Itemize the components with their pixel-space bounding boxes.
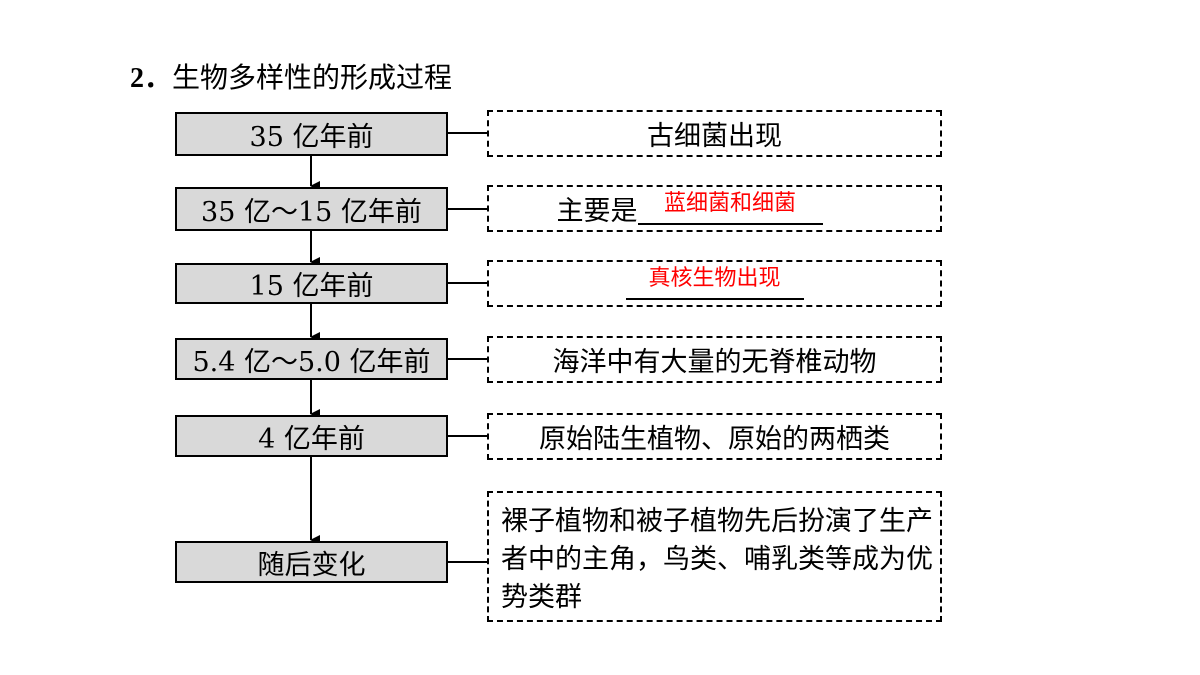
time-box-3: 15 亿年前	[175, 263, 448, 304]
answer-2: 蓝细菌和细菌	[663, 190, 796, 216]
answer-blank-3: 真核生物出现	[625, 265, 804, 300]
event-box-5: 原始陆生植物、原始的两栖类	[487, 413, 942, 460]
time-box-2: 35 亿～15 亿年前	[175, 187, 448, 231]
time-box-4: 5.4 亿～5.0 亿年前	[175, 338, 448, 380]
time-box-1: 35 亿年前	[175, 112, 448, 156]
time-box-5: 4 亿年前	[175, 415, 448, 457]
event-box-3: 真核生物出现	[487, 260, 942, 307]
section-number: 2．	[130, 63, 173, 94]
answer-blank-2: 蓝细菌和细菌	[637, 190, 823, 225]
event-box-4: 海洋中有大量的无脊椎动物	[487, 336, 942, 383]
section-title: 2．生物多样性的形成过程	[130, 58, 452, 99]
answer-3: 真核生物出现	[648, 265, 781, 291]
event-box-1: 古细菌出现	[487, 110, 942, 157]
event-box-2: 主要是蓝细菌和细菌	[487, 185, 942, 232]
event-box-6: 裸子植物和被子植物先后扮演了生产者中的主角，鸟类、哺乳类等成为优势类群	[487, 491, 942, 622]
time-box-6: 随后变化	[175, 541, 448, 583]
event-2-prefix: 主要是	[556, 196, 638, 227]
answer-underline-3	[625, 297, 804, 300]
section-heading: 生物多样性的形成过程	[172, 61, 453, 94]
answer-underline-2	[637, 222, 823, 225]
